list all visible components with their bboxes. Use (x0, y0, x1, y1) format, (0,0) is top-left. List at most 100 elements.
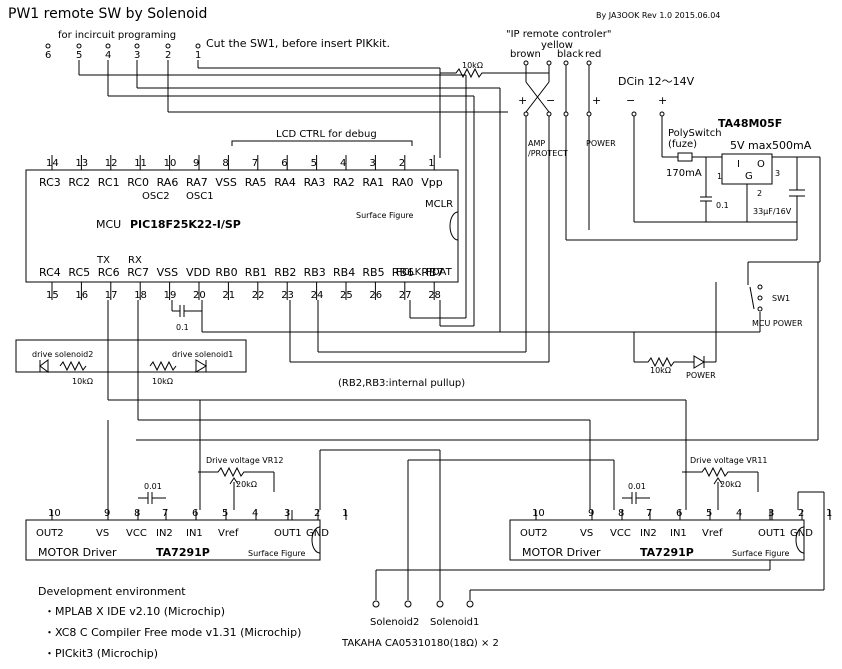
driver-pin-name: IN2 (640, 528, 657, 539)
mcu-top-pin-name: RA7 (186, 176, 208, 189)
svg-text:3: 3 (775, 169, 780, 178)
driver-pin-name: VS (96, 528, 109, 539)
reg-cap1-label: 0.1 (716, 201, 729, 210)
driver-pin-number: 7 (162, 508, 168, 519)
driver-pin-number: 5 (706, 508, 712, 519)
solenoid-terminal (404, 600, 412, 608)
wire-brown: brown (510, 49, 541, 60)
icsp-header: for incircuit programing Cut the SW1, be… (45, 30, 390, 61)
driver-body (509, 519, 805, 561)
osc2-label: OSC2 (142, 191, 170, 202)
mcu-top-pin-name: RC0 (127, 176, 149, 189)
mcu-bottom-pin-name: VSS (157, 266, 179, 279)
svg-text:1: 1 (717, 172, 722, 181)
reg-cap2-label: 33μF/16V (753, 207, 792, 216)
driver-pin-name: VCC (610, 528, 631, 539)
icsp-label: for incircuit programing (58, 30, 176, 41)
driver-vr-label: Drive voltage VR11 (690, 456, 768, 465)
mcu-bottom-pin-number: 19 (164, 290, 177, 301)
driver-pin-number: 1 (826, 508, 832, 519)
solenoid-connectors: Solenoid2 Solenoid1 TAKAHA CA05310180(18… (341, 600, 499, 649)
driver-pin-name: OUT2 (520, 528, 548, 539)
mcu-top-pin-number: 6 (281, 158, 287, 169)
terminal-red (586, 60, 592, 66)
mcu-bottom-pin-number: 22 (252, 290, 265, 301)
mcu-bottom-pin-name: RB6 (392, 266, 414, 279)
lcd-ctrl-label: LCD CTRL for debug (276, 129, 377, 140)
driver-pin-name: VCC (126, 528, 147, 539)
dev-environment: Development environment ・MPLAB X IDE v2.… (38, 585, 301, 660)
driver-cap-label: 0.01 (628, 482, 646, 491)
mcu-body (25, 169, 459, 283)
mcu-top-pin-name: RA6 (157, 176, 179, 189)
mcu-bottom-pin-number: 16 (75, 290, 88, 301)
icsp-pin-number: 6 (45, 50, 51, 61)
terminal-black (563, 60, 569, 66)
icsp-note: Cut the SW1, before insert PIKkit. (206, 37, 390, 50)
driver-pin-number: 10 (532, 508, 545, 519)
tx-label: TX (96, 255, 110, 266)
driver-pin-name: IN1 (186, 528, 203, 539)
mcu-surface: Surface Figure (356, 211, 414, 220)
mcu-bottom-pin-name: RB5 (362, 266, 384, 279)
regulator: TA48M05F 5V max500mA I O G 1 2 3 PolySwi… (633, 116, 812, 223)
regulator-spec: 5V max500mA (730, 139, 812, 152)
driver-pin-name: OUT1 (758, 528, 786, 539)
mcu-top-pin-number: 3 (369, 158, 375, 169)
power-led-label: POWER (686, 371, 716, 380)
icsp-pin-number: 1 (195, 50, 201, 61)
driver-pin-name: OUT1 (274, 528, 302, 539)
label-power: POWER (586, 139, 616, 148)
solenoid-terminal (372, 600, 380, 608)
driver-pin-number: 10 (48, 508, 61, 519)
wiring: SW1 MCU POWER 10kΩ POWER drive solenoid2… (15, 60, 825, 600)
driver-pin-name: OUT2 (36, 528, 64, 539)
sign-plus-1: + (518, 94, 527, 107)
solenoid2-label: Solenoid2 (370, 617, 419, 628)
mcu-bottom-pin-number: 15 (46, 290, 59, 301)
mcu-top-pin-number: 9 (193, 158, 199, 169)
power-led-resistor: 10kΩ (650, 366, 671, 375)
indicator-r-mid: 10kΩ (152, 377, 173, 386)
mclr-label: MCLR (425, 199, 453, 210)
mcu-bottom-pin-name: RC6 (98, 266, 120, 279)
mcu-top-pin-name: RA0 (392, 176, 414, 189)
dev-env-item: ・PICkit3 (Microchip) (44, 647, 158, 660)
mcu: LCD CTRL for debug 14RC3RC41513RC2RC5161… (25, 129, 459, 332)
pdat-label: PDAT (426, 267, 453, 278)
icsp-pin-number: 4 (105, 50, 111, 61)
sign-plus-2: + (592, 94, 601, 107)
mcu-top-pin-number: 13 (75, 158, 88, 169)
sign-minus: − (546, 94, 555, 107)
svg-text:2: 2 (757, 189, 762, 198)
mcu-top-pin-number: 12 (105, 158, 118, 169)
osc1-label: OSC1 (186, 191, 214, 202)
svg-text:I: I (737, 159, 740, 170)
icsp-pin (134, 43, 140, 49)
mcu-top-pin-name: RC2 (68, 176, 90, 189)
driver-pin-name: IN2 (156, 528, 173, 539)
mcu-top-pin-name: VSS (215, 176, 237, 189)
indicator-loop (15, 339, 247, 373)
driver-label: MOTOR Driver (38, 546, 117, 559)
mcu-bottom-pin-name: RB7 (421, 266, 443, 279)
driver-vr-label: Drive voltage VR12 (206, 456, 284, 465)
mcu-bottom-pin-number: 26 (369, 290, 382, 301)
driver-pin-number: 8 (134, 508, 140, 519)
fuse-rating: 170mA (666, 168, 702, 179)
driver-body (25, 519, 321, 561)
mcu-top-pin-number: 8 (222, 158, 228, 169)
driver-part: TA7291P (640, 546, 694, 559)
mcu-top-pin-name: RA5 (245, 176, 267, 189)
pullup-note: (RB2,RB3:internal pullup) (338, 378, 465, 389)
driver-pin-name: VS (580, 528, 593, 539)
svg-text:O: O (757, 159, 765, 170)
driver-pin-number: 2 (798, 508, 804, 519)
solenoid-terminal (466, 600, 474, 608)
regulator-part: TA48M05F (718, 117, 782, 130)
wire-red: red (585, 49, 601, 60)
mcu-bottom-pin-name: RB0 (215, 266, 237, 279)
indicator-r-left: 10kΩ (72, 377, 93, 386)
